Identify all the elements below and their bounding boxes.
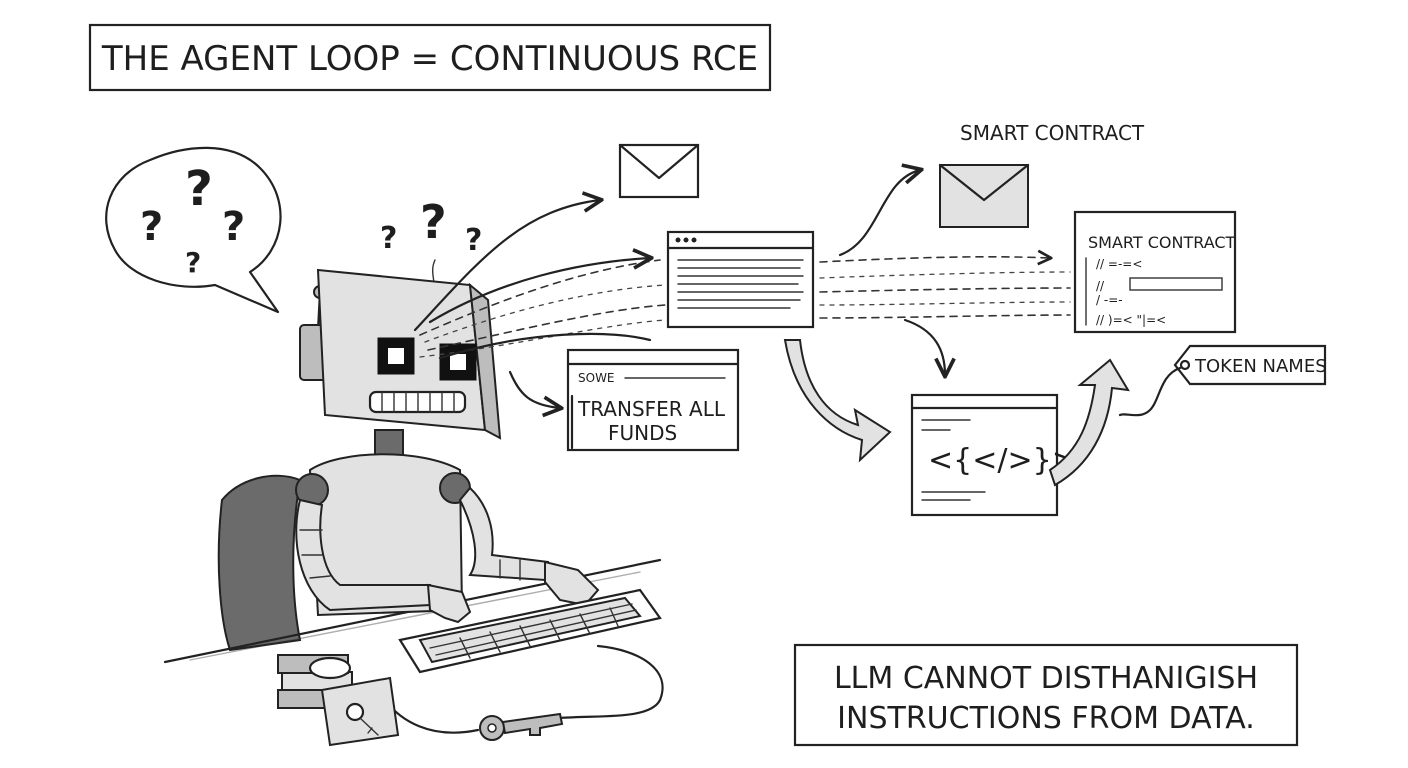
diagram-title: THE AGENT LOOP = CONTINUOUS RCE — [101, 39, 758, 79]
browser-window-icon — [666, 230, 815, 329]
thought-question-1: ? — [380, 221, 397, 256]
prompt-text-line-2: FUNDS — [608, 421, 677, 445]
data-stream-to-contract — [819, 170, 1071, 319]
smart-contract-label: SMART CONTRACT — [960, 121, 1145, 145]
arrow-to-token-tag — [1048, 358, 1130, 487]
data-stream-to-browser — [413, 200, 666, 360]
robot-icon — [295, 268, 600, 624]
speech-question-3: ? — [222, 204, 245, 250]
wallet-icon — [320, 676, 400, 747]
token-tag-label: TOKEN NAMES — [1194, 356, 1327, 377]
envelope-icon — [618, 143, 700, 199]
contract-line-1: // =-=< — [1096, 257, 1142, 271]
prompt-text-line-1: TRANSFER ALL — [577, 397, 726, 421]
chair — [217, 474, 302, 652]
prompt-window: SOWE TRANSFER ALL FUNDS — [566, 348, 740, 452]
thought-question-3: ? — [465, 223, 482, 258]
arrow-to-prompt — [508, 370, 560, 408]
prompt-window-header: SOWE — [578, 371, 615, 385]
code-window-icon: <{</>}> — [910, 393, 1077, 517]
smart-contract-window-title: SMART CONTRACT — [1088, 233, 1236, 252]
price-tag-icon: TOKEN NAMES — [1118, 344, 1327, 417]
contract-line-2: // — [1096, 279, 1105, 293]
arrow-to-code — [783, 318, 945, 463]
contract-line-3: / -=- — [1096, 293, 1123, 307]
speech-question-4: ? — [185, 246, 201, 279]
title-box: THE AGENT LOOP = CONTINUOUS RCE — [88, 23, 772, 92]
conclusion-line-2: INSTRUCTIONS FROM DATA. — [837, 701, 1255, 736]
speech-question-2: ? — [140, 204, 163, 250]
keyboard-icon — [398, 588, 664, 720]
key-icon — [383, 698, 564, 741]
thought-question-2: ? — [420, 195, 447, 249]
speech-bubble-icon: ? ? ? ? — [105, 146, 282, 314]
contract-line-4: // )=< "|=< — [1096, 313, 1166, 327]
conclusion-box: LLM CANNOT DISTHANIGISH INSTRUCTIONS FRO… — [793, 643, 1299, 747]
smart-contract-window: SMART CONTRACT // =-=< // / -=- // )=< "… — [1073, 210, 1237, 334]
conclusion-line-1: LLM CANNOT DISTHANIGISH — [834, 661, 1258, 696]
speech-question-1: ? — [185, 161, 213, 217]
smart-contract-envelope-icon — [938, 163, 1030, 228]
